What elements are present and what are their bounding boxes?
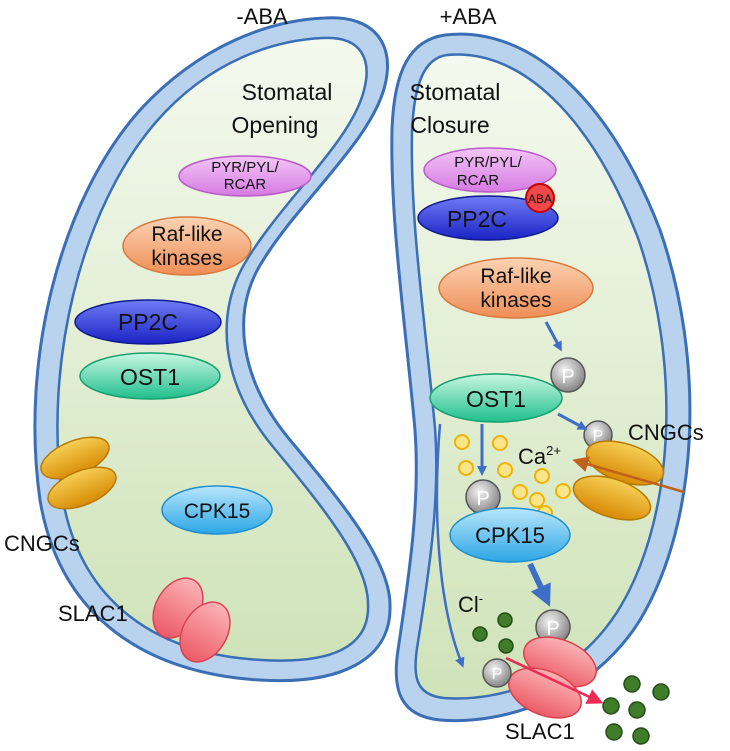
- ost1-to-slac1-arrow: [435, 423, 465, 668]
- phospho-cpk15-label: P: [476, 488, 489, 510]
- right-raf-label-line1: Raf-like: [480, 265, 551, 288]
- right-ost1-label: OST1: [466, 386, 526, 412]
- chloride-ions-inside: [472, 612, 514, 654]
- left-pyr-label-line1: PYR/PYL/: [211, 159, 279, 176]
- left-ost1-label: OST1: [120, 364, 180, 390]
- left-raf-kinases: Raf-like kinases: [122, 216, 252, 276]
- left-slac1-label: SLAC1: [58, 601, 128, 626]
- phospho-cpk15: P: [465, 479, 501, 515]
- minus-aba-header: -ABA: [236, 4, 288, 29]
- right-cpk15: CPK15: [449, 507, 571, 563]
- left-pyr-receptor: PYR/PYL/ RCAR: [178, 155, 312, 197]
- left-guard-cell: [33, 16, 392, 683]
- calcium-charge: 2+: [546, 443, 561, 458]
- left-raf-label-line2: kinases: [151, 247, 222, 270]
- left-raf-label-line1: Raf-like: [151, 223, 222, 246]
- right-slac1-label: SLAC1: [505, 719, 575, 744]
- calcium-influx-arrow: [572, 456, 685, 494]
- right-cngcs-label: CNGCs: [628, 420, 704, 445]
- left-state-label-line1: Stomatal: [242, 79, 333, 105]
- left-pp2c-label: PP2C: [118, 309, 178, 335]
- right-ost1: OST1: [429, 373, 563, 423]
- right-cpk15-label: CPK15: [475, 523, 545, 548]
- phospho-cngc-label: P: [593, 428, 604, 445]
- right-raf-label-line2: kinases: [480, 289, 551, 312]
- left-cell-cytoplasm: [56, 36, 370, 662]
- plus-aba-header: +ABA: [440, 4, 497, 29]
- left-cpk15: CPK15: [161, 485, 273, 535]
- phospho-ost1: P: [550, 357, 586, 393]
- chloride-charge: -: [479, 591, 483, 606]
- chloride-efflux-arrow: [505, 656, 604, 704]
- cpk15-to-slac1-arrow: [527, 562, 551, 607]
- phospho-slac1-lower: P: [482, 658, 512, 688]
- phospho-ost1-label: P: [561, 366, 574, 388]
- right-state-label-line1: Stomatal: [410, 79, 501, 105]
- right-pyr-receptor: PYR/PYL/ RCAR: [423, 147, 557, 193]
- right-pp2c: PP2C: [417, 195, 559, 241]
- left-state-label-line2: Opening: [232, 112, 319, 138]
- calcium-ions: [454, 434, 571, 521]
- left-cngc-channel: [40, 436, 117, 510]
- ost1-to-cngc-arrow: [557, 412, 588, 430]
- calcium-symbol: Ca: [518, 444, 547, 469]
- right-raf-kinases: Raf-like kinases: [438, 257, 594, 319]
- chloride-label: Cl-: [458, 591, 483, 617]
- aba-label: ABA: [528, 192, 552, 206]
- calcium-label: Ca2+: [518, 443, 561, 469]
- chloride-ions-outside: [602, 675, 670, 745]
- phospho-slac1-lower-label: P: [492, 666, 503, 683]
- right-pyr-label-line2: RCAR: [457, 172, 500, 189]
- aba-molecule: ABA: [525, 183, 555, 213]
- left-slac1-channel: [152, 577, 231, 663]
- right-pyr-label-line1: PYR/PYL/: [454, 154, 522, 171]
- left-pyr-label-line2: RCAR: [224, 176, 267, 193]
- right-pp2c-label: PP2C: [447, 206, 507, 232]
- left-cngcs-label: CNGCs: [4, 531, 80, 556]
- left-ost1: OST1: [79, 352, 221, 400]
- left-cpk15-label: CPK15: [184, 500, 251, 523]
- phospho-slac1-upper-label: P: [546, 618, 559, 640]
- chloride-symbol: Cl: [458, 592, 479, 617]
- left-pp2c: PP2C: [74, 299, 222, 345]
- right-state-label-line2: Closure: [410, 112, 489, 138]
- raf-to-ost1-arrow: [544, 321, 562, 352]
- right-cngc-channel: [572, 440, 665, 521]
